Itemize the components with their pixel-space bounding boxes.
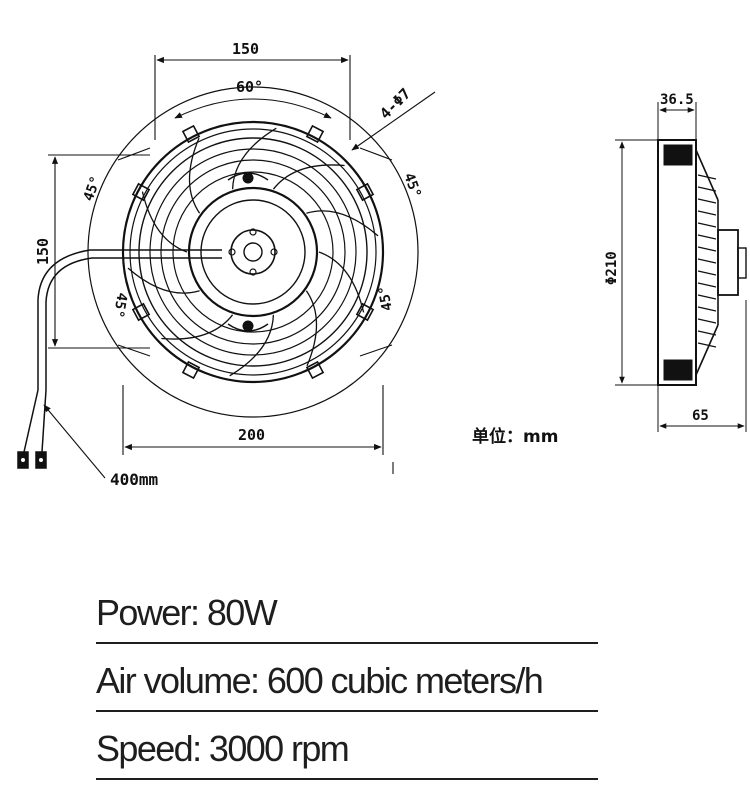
dim-top-depth: 36.5	[660, 92, 694, 108]
front-dimensions	[43, 55, 436, 479]
mounting-arc	[87, 86, 419, 418]
angle-bottom-right: 45°	[376, 284, 396, 312]
dim-bottom-width: 200	[238, 426, 265, 444]
side-view	[615, 102, 747, 432]
dim-angle-top: 60°	[236, 78, 263, 96]
dim-top-width: 150	[232, 40, 259, 58]
motor-housing	[187, 186, 319, 318]
spec-air-volume: Air volume: 600 cubic meters/h	[96, 646, 598, 712]
cable-length: 400mm	[110, 470, 159, 489]
spec-speed: Speed: 3000 rpm	[96, 714, 598, 780]
fan-technical-drawing: 150 60° 4-Φ7 150 45° 45° 45° 45° 200 400…	[17, 40, 747, 489]
angle-top-right: 45°	[400, 171, 424, 200]
fan-blades	[127, 127, 379, 377]
angle-bottom-left: 45°	[110, 291, 130, 319]
spec-list: Power: 80W Air volume: 600 cubic meters/…	[96, 578, 598, 780]
dim-bottom-depth: 65	[692, 408, 709, 424]
dim-holes: 4-Φ7	[376, 85, 414, 123]
mounting-tabs	[131, 124, 375, 380]
angle-top-left: 45°	[81, 174, 105, 203]
front-view	[87, 86, 419, 418]
fan-outer-ring	[121, 120, 385, 384]
unit-label: 单位：mm	[472, 426, 558, 447]
dim-diameter: Φ210	[604, 251, 620, 285]
power-cable	[17, 249, 222, 469]
motor-hub	[230, 229, 276, 275]
dim-left-height: 150	[34, 238, 52, 265]
spec-power: Power: 80W	[96, 578, 598, 644]
